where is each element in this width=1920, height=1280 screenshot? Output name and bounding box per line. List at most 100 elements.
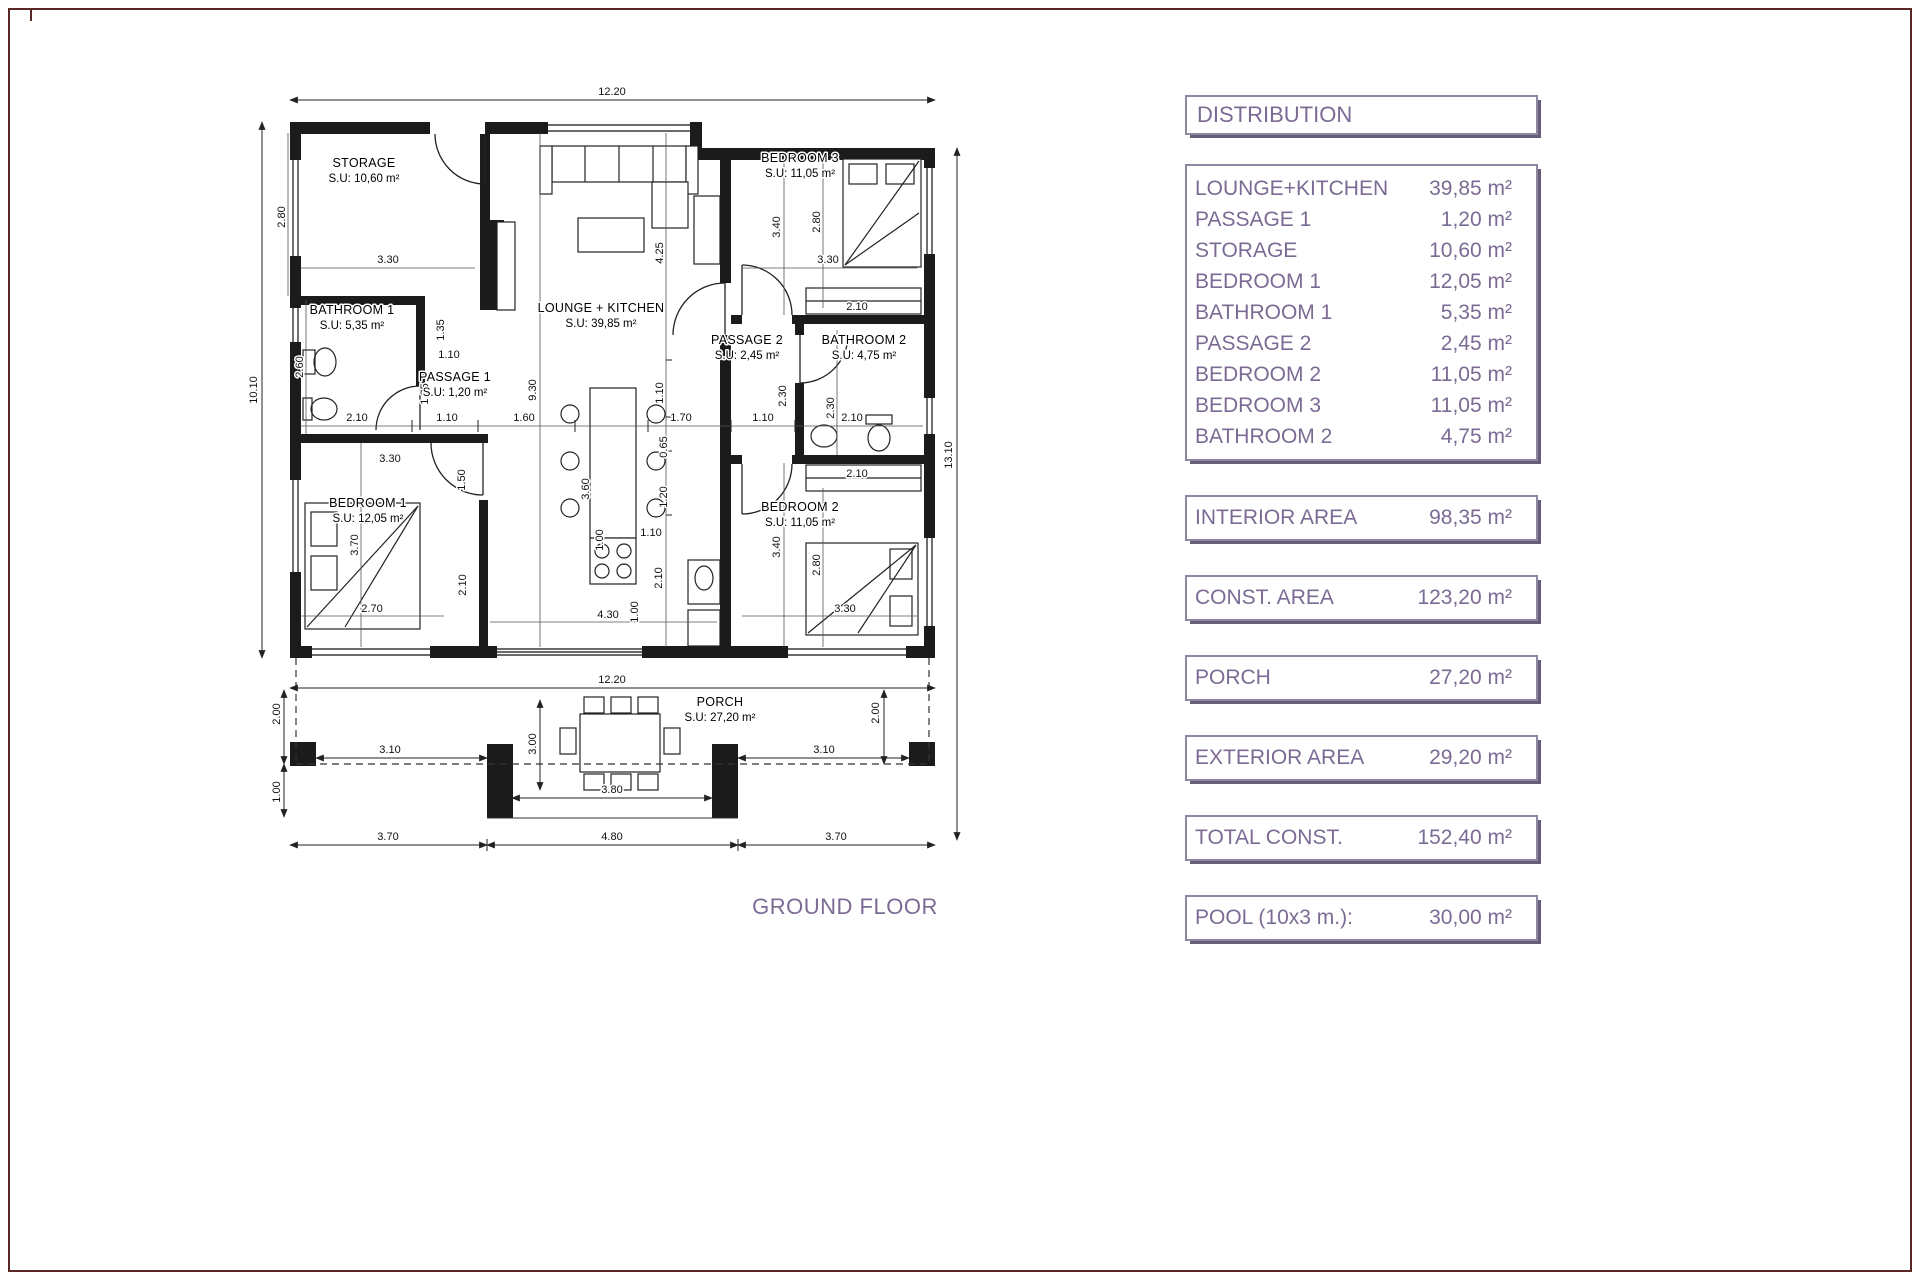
plan-title: GROUND FLOOR xyxy=(752,894,938,919)
dimension-label: 1.10 xyxy=(752,412,773,424)
dimension-label: 3.10 xyxy=(813,744,834,756)
dimension-label: 2.00 xyxy=(271,703,283,724)
summary-area: 29,20 m² xyxy=(1429,746,1512,769)
dimension-label: 10.10 xyxy=(248,376,260,404)
room-area: 11,05 m² xyxy=(1430,394,1512,417)
room-label: BEDROOM 3 xyxy=(1195,394,1322,417)
room-name-label: PASSAGE 2 xyxy=(711,333,783,347)
dimension-label: 3.70 xyxy=(825,831,846,843)
summary-area: 30,00 m² xyxy=(1429,906,1512,929)
summary-area: 27,20 m² xyxy=(1429,666,1512,689)
room-name-label: BEDROOM 3 xyxy=(761,151,839,165)
dimension-label: 1.60 xyxy=(513,412,534,424)
dimension-label: 2.80 xyxy=(276,206,288,227)
room-row: BEDROOM 2 11,05 m² xyxy=(1195,359,1512,390)
dimension-label: 3.60 xyxy=(580,478,592,499)
summary-label: EXTERIOR AREA xyxy=(1195,746,1365,769)
dimension-label: 12.20 xyxy=(598,86,626,98)
page-frame-corner-tick xyxy=(30,8,32,21)
room-area: 5,35 m² xyxy=(1440,301,1512,324)
dimension-label: 1.00 xyxy=(629,601,641,622)
room-area: 4,75 m² xyxy=(1440,425,1512,448)
dimension-label: 2.30 xyxy=(825,397,837,418)
room-area-label: S.U: 2,45 m² xyxy=(715,350,780,362)
summary-box: TOTAL CONST. 152,40 m² xyxy=(1185,815,1538,861)
dimension-label: 1.10 xyxy=(654,382,666,403)
room-row: LOUNGE+KITCHEN 39,85 m² xyxy=(1195,173,1512,204)
dimension-label: 4.80 xyxy=(601,831,622,843)
summary-label: INTERIOR AREA xyxy=(1195,506,1358,529)
dimension-label: 9.30 xyxy=(527,379,539,400)
room-area: 12,05 m² xyxy=(1429,270,1512,293)
summary-label: CONST. AREA xyxy=(1195,586,1334,609)
room-name-label: PORCH xyxy=(697,695,744,709)
dimension-label: 1.10 xyxy=(438,349,459,361)
room-area-label: S.U: 11,05 m² xyxy=(765,517,835,529)
doors xyxy=(375,133,849,515)
distribution-title: DISTRIBUTION xyxy=(1197,102,1353,127)
room-area-label: S.U: 27,20 m² xyxy=(685,712,756,724)
room-label: BEDROOM 2 xyxy=(1195,363,1322,386)
summary-area: 152,40 m² xyxy=(1417,826,1512,849)
dimension-label: 3.00 xyxy=(527,733,539,754)
dimension-label: 2.70 xyxy=(361,603,382,615)
dimension-label: 0.65 xyxy=(658,436,670,457)
dimension-label: 4.30 xyxy=(597,609,618,621)
dimension-label: 3.30 xyxy=(817,254,838,266)
dimension-label: 3.40 xyxy=(771,536,783,557)
dimension-label: 1.10 xyxy=(436,412,457,424)
windows xyxy=(290,122,935,658)
summary-box: EXTERIOR AREA 29,20 m² xyxy=(1185,735,1538,781)
room-area: 10,60 m² xyxy=(1429,239,1512,262)
room-area: 2,45 m² xyxy=(1440,332,1512,355)
room-label: BATHROOM 2 xyxy=(1195,425,1333,448)
room-area-label: S.U: 39,85 m² xyxy=(566,318,637,330)
dimension-label: 13.10 xyxy=(943,441,955,469)
dimension-label: 1.35 xyxy=(435,319,447,340)
room-area: 39,85 m² xyxy=(1429,177,1512,200)
porch-outline xyxy=(295,658,930,765)
summary-box: PORCH 27,20 m² xyxy=(1185,655,1538,701)
room-label: PASSAGE 2 xyxy=(1195,332,1312,355)
summary-box: CONST. AREA 123,20 m² xyxy=(1185,575,1538,621)
dimension-label: 3.30 xyxy=(377,254,398,266)
dimension-label: 2.10 xyxy=(457,574,469,595)
dimension-ticks xyxy=(411,359,796,851)
summary-label: TOTAL CONST. xyxy=(1195,826,1343,849)
dimension-label: 1.20 xyxy=(658,486,670,507)
room-area-label: S.U: 4,75 m² xyxy=(832,350,897,362)
room-row: PASSAGE 1 1,20 m² xyxy=(1195,204,1512,235)
room-row: BEDROOM 3 11,05 m² xyxy=(1195,390,1512,421)
summary-area: 98,35 m² xyxy=(1429,506,1512,529)
dimension-lines-inner xyxy=(287,133,923,647)
room-label: BATHROOM 1 xyxy=(1195,301,1333,324)
room-name-label: BEDROOM 2 xyxy=(761,500,839,514)
room-row: STORAGE 10,60 m² xyxy=(1195,235,1512,266)
dimension-label: 3.30 xyxy=(834,603,855,615)
room-label: PASSAGE 1 xyxy=(1195,208,1312,231)
dimension-label: 3.70 xyxy=(349,534,361,555)
distribution-panel: DISTRIBUTION LOUNGE+KITCHEN 39,85 m² PAS… xyxy=(1185,95,1538,941)
dimension-label: 1.70 xyxy=(670,412,691,424)
dimension-label: 2.00 xyxy=(870,702,882,723)
room-area-label: S.U: 12,05 m² xyxy=(333,513,404,525)
room-name-label: LOUNGE + KITCHEN xyxy=(538,301,665,315)
room-name-label: BATHROOM 1 xyxy=(310,303,395,317)
dimension-label: 1.25 xyxy=(419,383,431,404)
dimension-label: 3.70 xyxy=(377,831,398,843)
dimension-label: 2.10 xyxy=(841,412,862,424)
dimension-label: 3.80 xyxy=(601,784,622,796)
dimension-label: 2.10 xyxy=(846,468,867,480)
room-row: PASSAGE 2 2,45 m² xyxy=(1195,328,1512,359)
room-name-label: BEDROOM 1 xyxy=(329,496,407,510)
summary-label: POOL (10x3 m.): xyxy=(1195,906,1353,929)
room-row: BATHROOM 2 4,75 m² xyxy=(1195,421,1512,452)
room-label: STORAGE xyxy=(1195,239,1298,262)
dimension-label: 1.10 xyxy=(640,527,661,539)
dimension-label: 2.80 xyxy=(811,554,823,575)
dimension-label: 1.00 xyxy=(271,781,283,802)
distribution-list: LOUNGE+KITCHEN 39,85 m² PASSAGE 1 1,20 m… xyxy=(1185,164,1538,461)
dimension-label: 2.30 xyxy=(777,385,789,406)
